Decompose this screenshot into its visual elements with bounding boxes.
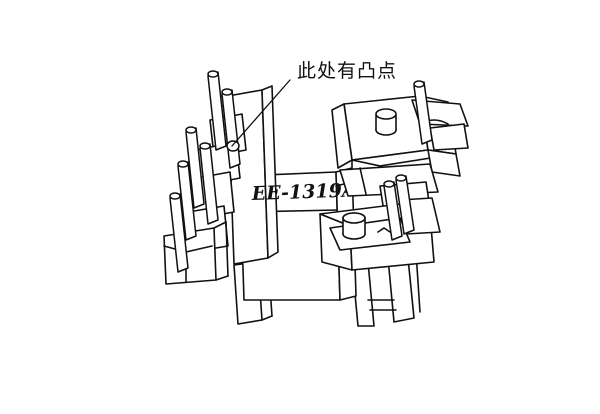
bump-dot (226, 140, 240, 152)
part-label: EE-1319A (250, 179, 357, 205)
right-lower-bump (342, 212, 366, 240)
callout-label: 此处有凸点 (297, 60, 398, 82)
callout-leader (231, 79, 291, 147)
right-lower-pins (383, 174, 415, 241)
right-upper-bump (375, 108, 397, 136)
left-pins (169, 70, 241, 273)
right-upper-pins (413, 80, 433, 145)
